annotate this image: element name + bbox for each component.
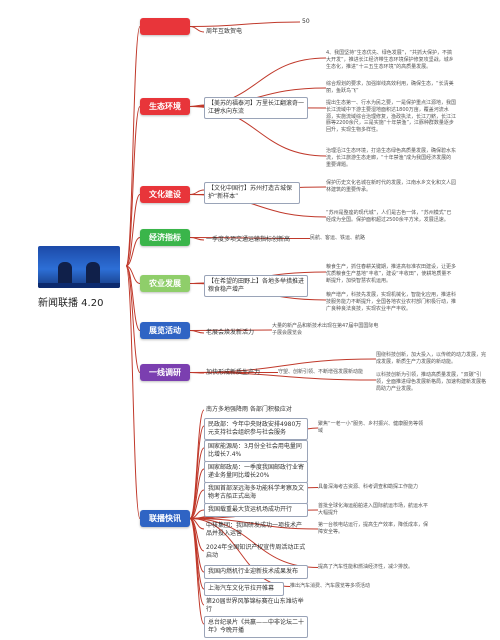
node-7-11: 2024年全国知识产权宣传周活动正式启动	[206, 544, 306, 559]
anchor-figure-left	[58, 262, 72, 284]
node-7-3: 国家能源局：3月份全社会用电量同比增长7.4%	[204, 440, 308, 462]
node-1-1: 4、我国坚持“生态优先、绿色发展”，“共抓大保护，不搞大开发”，推进长江经济带生…	[326, 50, 454, 70]
connector-branch-node-7	[189, 189, 205, 195]
root-title: 新闻联播 4.20	[38, 298, 104, 309]
connector-branch-node-37	[189, 518, 205, 606]
node-6-1: 守望、创新引领、不断增强发展新动能	[278, 369, 364, 375]
connector-branch-node-26	[189, 489, 205, 519]
connector-branch-node-20	[189, 372, 377, 381]
node-3-0: 一季度多项交通运输指标创新高	[206, 236, 291, 243]
branch-research: 一线调研	[140, 364, 190, 381]
connector-root-branch-1	[125, 106, 141, 267]
node-0-0: 周年互致贺电	[206, 28, 243, 35]
connector-root-branch-2	[125, 194, 141, 267]
node-7-6: 具备深海考古资源、科考调查和勘探工作能力	[318, 484, 419, 490]
node-7-16: 第20届世界风筝锦标赛在山东潍坊举行	[206, 598, 304, 613]
node-7-12: 我国内燃机行业迎新技术成果发布	[204, 565, 308, 579]
node-2-1: 保护历史文化名城在新时代的发展，江南水乡文化和文人园林建筑的重要传承。	[326, 180, 457, 193]
node-2-0: 【文化中国行】苏州打造古城保护“新样本”	[204, 182, 300, 204]
connector-branch-node-38	[189, 518, 205, 625]
node-7-0: 南方多地强降雨 各部门积极应对	[206, 406, 292, 413]
branch-0	[140, 18, 190, 35]
node-1-3: 提出生态第一、行水为民之要，一是保护重点江源地，我国长江流域中下游主要湿地面积达…	[326, 100, 457, 133]
node-3-1: 民航、客运、铁运、航路	[310, 235, 366, 241]
connector-branch-node-31	[189, 518, 319, 530]
node-4-2: 粮产增产，科技先发展，实现机械化，智能化应用，推进科技服务能力不断提升，全国各地…	[326, 292, 457, 312]
root-node: 新闻联播 4.20	[38, 246, 126, 309]
connector-root-branch-3	[125, 237, 141, 267]
branch-agriculture: 农业发展	[140, 275, 190, 292]
anchor-figure-right	[86, 262, 100, 284]
node-1-0: 【美苏的福泰河】万里长江翻滚奇一江碧水向东流	[204, 97, 308, 119]
node-7-1: 民政部：今年中央财政安排4980万元支持社会组织参与社会服务	[204, 418, 308, 440]
node-4-0: 【在希望的田野上】各地多举措推进粮食稳产增产	[204, 275, 308, 297]
node-7-2: 聚焦“一老一小”服务、乡村振兴、健康服务等领域	[318, 421, 424, 434]
node-7-14: 上海汽车文化节拉开帷幕	[204, 582, 284, 596]
branch-economy: 经济指标	[140, 229, 190, 246]
connector-branch-node-25	[189, 468, 205, 519]
node-7-5: 我国首部深远海多功能科学考察及文物考古船正式出海	[204, 482, 308, 504]
branch-culture: 文化建设	[140, 186, 190, 203]
node-6-2: 围绕科技创新，加大投入，以传统的动力发展，完成发展，新质生产力发展的新动能。	[376, 352, 487, 365]
node-0-1: 50	[302, 18, 310, 25]
lower-band	[38, 283, 120, 288]
branch-ecology: 生态环境	[140, 98, 190, 115]
node-7-10: 第一台核电站运行，提高生产效率，降低成本，保障安全等。	[318, 522, 429, 535]
news-broadcast-image	[38, 246, 120, 288]
node-1-4: 治理沿江生态环境，打造生态绿色高质量发展，确保碧水东流，长江旅游生态走廊，“十年…	[326, 148, 457, 168]
node-1-2: 综合规划的要求，加强岸线高效利用，确保生态，“长清美丽，鱼跃鸟飞”	[326, 81, 454, 94]
connector-branch-node-16	[189, 329, 273, 331]
node-6-3: 以科技创新为引领，推动高质量发展，“双碳”引领，全面推进绿色发展新格局，加速构建…	[376, 372, 487, 392]
node-7-13: 提高了汽车性能和燃油经济性，减少排放。	[318, 564, 414, 570]
node-7-4: 国家邮政局：一季度我国邮政行业寄递业务量同比增长20%	[204, 461, 308, 483]
connector-branch-node-0	[189, 26, 205, 33]
branch-news-flash: 联播快讯	[140, 510, 190, 527]
node-2-2: “苏州是整座的现代城”，人们是古色一体，“苏州模式”已经成为全国。保护面积超过2…	[326, 210, 452, 223]
connector-branch-node-11	[189, 237, 311, 239]
node-7-7: 我国载重最大货运机场成功开行	[204, 503, 308, 517]
node-7-17: 总台纪录片《共赢——中非论坛二十年》今晚开播	[204, 616, 308, 638]
node-4-1: 粮食生产，抓住春耕关键期，推进高标准农田建设，让更多优质粮食生产基地“丰收”，建…	[326, 264, 457, 284]
connector-branch-node-1	[189, 21, 301, 27]
connector-root-branch-7	[125, 265, 141, 519]
connector-branch-node-19	[189, 358, 377, 373]
node-7-8: 首批全球化海运船舶进入国际航运市场，航运水平大幅提升	[318, 503, 429, 516]
node-6-0: 加快形成新质生产力	[206, 369, 261, 376]
branch-exhibition: 展览活动	[140, 322, 190, 339]
node-5-0: 老展会焕发新活力	[206, 329, 255, 336]
node-7-9: 中核集团：我国研发成功一项技术产品并投入运营	[206, 522, 303, 537]
connector-root-branch-6	[125, 265, 141, 373]
node-5-1: 大量的新产品和新技术出现在第47届中国国际电子展会展览会	[272, 323, 379, 336]
node-7-15: 推出汽车消费、汽车展览等多项活动	[290, 583, 371, 589]
